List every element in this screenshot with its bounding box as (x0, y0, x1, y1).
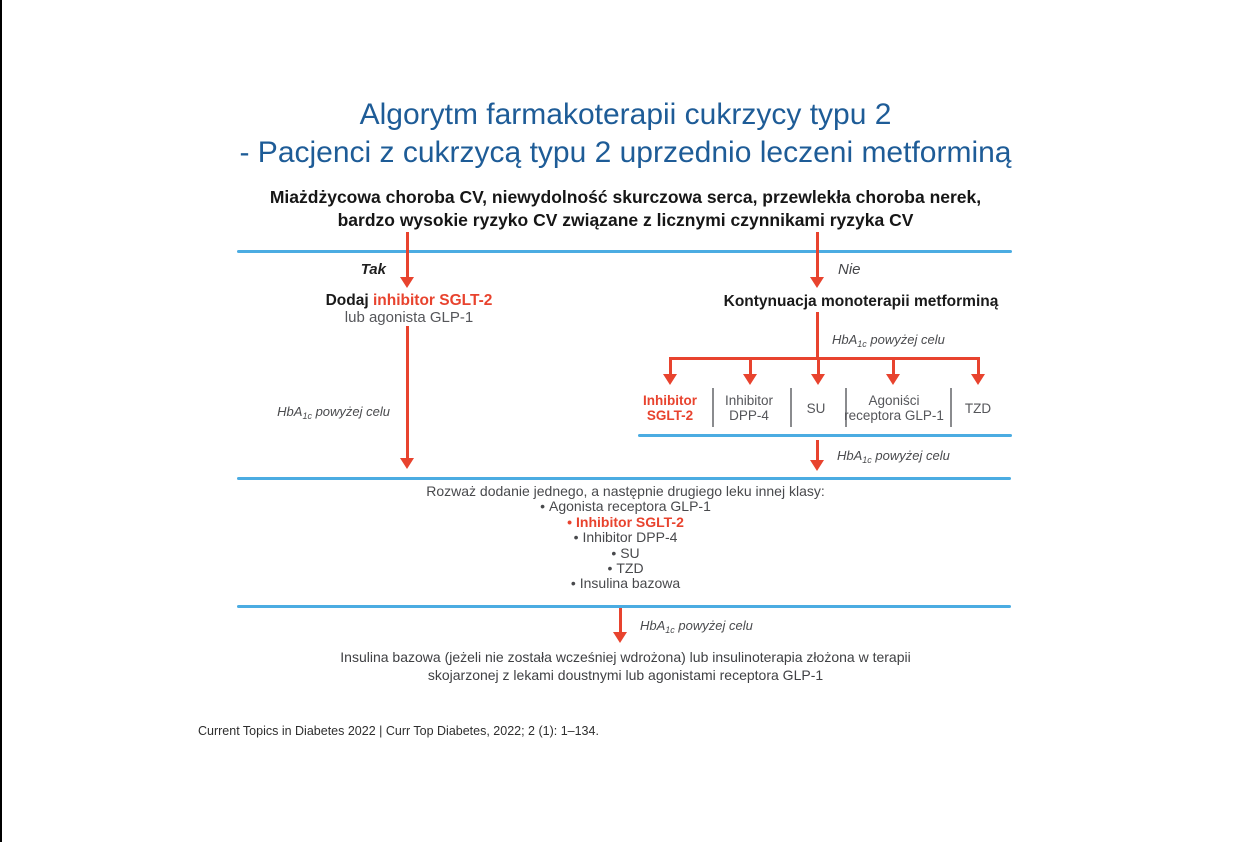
final-arrow-icon (618, 608, 622, 632)
add-label: Dodaj (325, 292, 369, 309)
left-continue-arrowhead-icon (400, 458, 414, 469)
option-arrow-icon (748, 357, 752, 374)
option-arrow-icon (816, 357, 820, 374)
bullet-icon: • (607, 560, 613, 577)
title-line-2: - Pacjenci z cukrzycą typu 2 uprzednio l… (239, 136, 1012, 169)
page-title: Algorytm farmakoterapii cukrzycy typu 2 … (0, 96, 1251, 172)
list-item: •SU (611, 544, 640, 561)
bullet-icon: • (567, 513, 573, 530)
yes-branch-label: Tak (360, 261, 386, 278)
no-down-arrow-icon (815, 232, 819, 277)
risk-statement: Miażdżycowa choroba CV, niewydolność sku… (0, 186, 1251, 231)
list-item: •Agonista receptora GLP-1 (540, 498, 711, 515)
option-divider (950, 388, 952, 427)
option-cell-glp1: Agoniści receptora GLP-1 (844, 393, 944, 423)
top-divider-line (237, 250, 1012, 253)
hba1c-target-label: HbA1c powyżej celu (837, 448, 950, 465)
bottom-divider-line (237, 605, 1011, 608)
option-cell-su: SU (806, 400, 826, 416)
option-divider (712, 388, 714, 427)
bullet-icon: • (540, 498, 546, 515)
option-arrow-icon (891, 357, 895, 374)
no-down-arrowhead-icon (810, 277, 824, 288)
hba1c-target-label: HbA1c powyżej celu (832, 332, 945, 349)
list-item: •Inhibitor SGLT-2 (567, 513, 684, 530)
consider-drug-list: Rozważ dodanie jednego, a następnie drug… (0, 483, 1251, 592)
option-cell-dpp4: Inhibitor DPP-4 (724, 393, 774, 423)
final-arrowhead-icon (613, 632, 627, 643)
post-options-arrowhead-icon (810, 460, 824, 471)
option-cell-sglt2: Inhibitor SGLT-2 (643, 393, 697, 423)
option-divider (790, 388, 792, 427)
glp1-alternative-label: lub agonista GLP-1 (344, 309, 474, 326)
metformin-monotherapy-heading: Kontynuacja monoterapii metforminą (723, 293, 999, 310)
options-fanout-line (668, 357, 980, 360)
risk-line-2: bardzo wysokie ryzyko CV związane z licz… (337, 209, 914, 230)
mid-divider-line (237, 477, 1011, 480)
yes-down-arrowhead-icon (400, 277, 414, 288)
title-line-1: Algorytm farmakoterapii cukrzycy typu 2 (359, 98, 892, 131)
left-edge-border (0, 0, 2, 842)
citation-footer: Current Topics in Diabetes 2022 | Curr T… (198, 724, 599, 738)
post-options-arrow-icon (815, 440, 819, 460)
metformin-stem-line (815, 312, 819, 359)
option-arrowhead-icon (886, 374, 900, 385)
option-arrowhead-icon (743, 374, 757, 385)
left-continue-arrow-icon (405, 326, 409, 458)
yes-down-arrow-icon (405, 232, 409, 277)
bullet-icon: • (570, 575, 576, 592)
risk-line-1: Miażdżycowa choroba CV, niewydolność sku… (269, 187, 982, 207)
option-arrowhead-icon (971, 374, 985, 385)
option-arrowhead-icon (663, 374, 677, 385)
final-line-1: Insulina bazowa (jeżeli nie została wcze… (340, 649, 911, 665)
list-item: •Insulina bazowa (570, 575, 681, 592)
option-arrow-icon (668, 357, 672, 374)
add-recommendation-line1: Dodaj inhibitor SGLT-2 (259, 292, 559, 309)
options-underline (638, 434, 1012, 437)
no-branch-label: Nie (838, 261, 861, 278)
option-arrow-icon (976, 357, 980, 374)
add-sglt2-recommendation: Dodaj inhibitor SGLT-2 lub agonista GLP-… (259, 292, 559, 326)
final-recommendation: Insulina bazowa (jeżeli nie została wcze… (0, 649, 1251, 684)
list-item: •Inhibitor DPP-4 (573, 529, 678, 546)
hba1c-target-label: HbA1c powyżej celu (277, 404, 390, 421)
sglt2-inhibitor-label: inhibitor SGLT-2 (372, 292, 493, 309)
bullet-icon: • (573, 529, 579, 546)
option-divider (845, 388, 847, 427)
option-arrowhead-icon (811, 374, 825, 385)
list-item: •TZD (607, 560, 644, 577)
final-line-2: skojarzonej z lekami doustnymi lub agoni… (427, 666, 824, 683)
hba1c-target-label: HbA1c powyżej celu (640, 618, 753, 635)
option-cell-tzd: TZD (964, 400, 992, 416)
bullet-icon: • (611, 544, 617, 561)
consider-heading: Rozważ dodanie jednego, a następnie drug… (426, 483, 825, 499)
